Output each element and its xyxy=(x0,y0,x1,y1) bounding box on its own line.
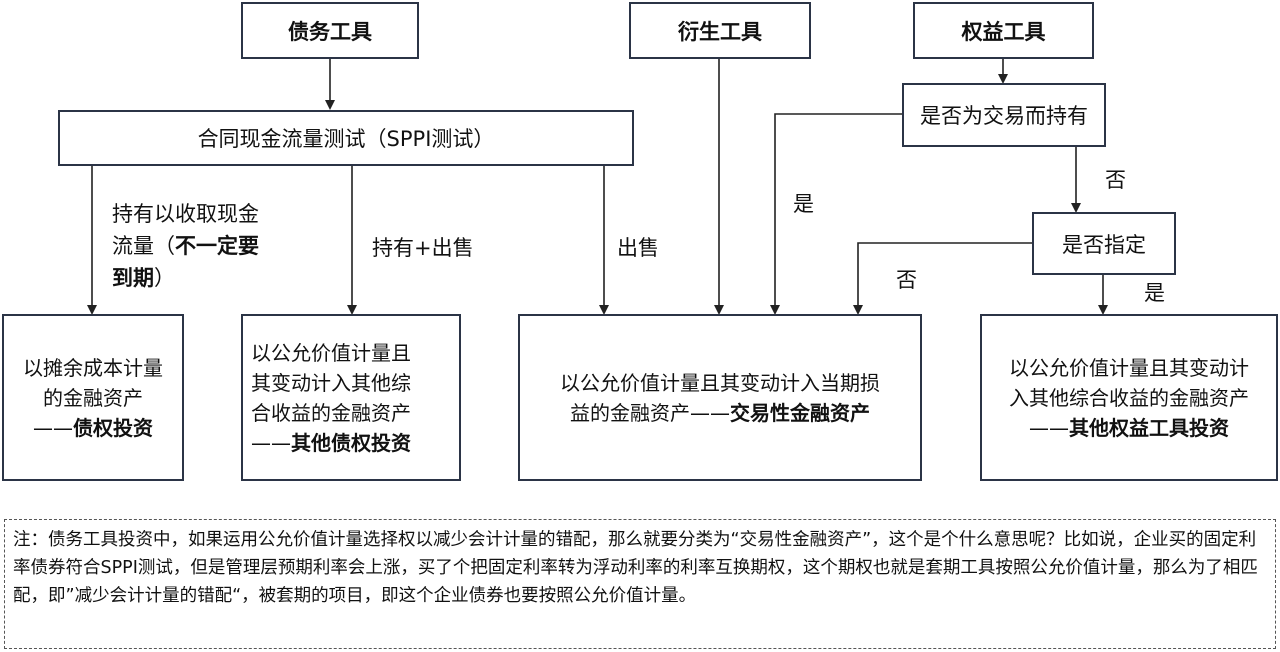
sppi-test-box: 合同现金流量测试（SPPI测试） xyxy=(58,110,634,166)
debt-instrument-box: 债务工具 xyxy=(241,2,419,59)
derivative-instrument-box: 衍生工具 xyxy=(629,2,811,59)
hold-and-sell-label: 持有+出售 xyxy=(372,236,474,260)
fvtpl-box: 以公允价值计量且其变动计入当期损 益的金融资产——交易性金融资产 xyxy=(518,314,922,481)
fvoci-debt-line3: 合收益的金融资产 xyxy=(251,400,411,425)
fvoci-debt-line4: ——其他债权投资 xyxy=(251,430,411,455)
fvoci-equity-line3: ——其他权益工具投资 xyxy=(1029,415,1229,440)
sppi-test-label: 合同现金流量测试（SPPI测试） xyxy=(197,127,495,151)
designated-label: 是否指定 xyxy=(1062,232,1146,257)
sell-label: 出售 xyxy=(617,236,659,260)
fvoci-equity-line2: 入其他综合收益的金融资产 xyxy=(1009,385,1249,410)
footnote: 注：债务工具投资中，如果运用公允价值计量选择权以减少会计计量的错配，那么就要分类… xyxy=(4,519,1276,649)
hold-to-collect-line2: 流量（不一定要 xyxy=(112,234,259,258)
equity-instrument-label: 权益工具 xyxy=(961,19,1046,44)
debt-instrument-label: 债务工具 xyxy=(288,19,372,44)
equity-instrument-box: 权益工具 xyxy=(913,2,1094,59)
designated-yes-label: 是 xyxy=(1144,281,1165,305)
fvoci-debt-box: 以公允价值计量且 其变动计入其他综 合收益的金融资产 ——其他债权投资 xyxy=(241,314,461,481)
trading-no-label: 否 xyxy=(1105,168,1126,192)
fvoci-debt-line2: 其变动计入其他综 xyxy=(251,370,411,395)
held-for-trading-box: 是否为交易而持有 xyxy=(902,83,1106,147)
arrow-trading-yes xyxy=(770,113,903,315)
hold-to-collect-line3: 到期） xyxy=(112,266,175,290)
amortized-line1: 以摊余成本计量 xyxy=(23,355,163,380)
fvtpl-line1: 以公允价值计量且其变动计入当期损 xyxy=(560,370,880,395)
fvtpl-line2: 益的金融资产——交易性金融资产 xyxy=(570,400,870,425)
designated-no-label: 否 xyxy=(896,268,917,292)
hold-to-collect-line1: 持有以收取现金 xyxy=(112,202,259,226)
designated-box: 是否指定 xyxy=(1032,212,1176,275)
amortized-cost-box: 以摊余成本计量 的金融资产 ——债权投资 xyxy=(2,314,184,481)
trading-yes-label: 是 xyxy=(793,192,814,216)
derivative-instrument-label: 衍生工具 xyxy=(678,19,762,44)
held-for-trading-label: 是否为交易而持有 xyxy=(920,104,1088,128)
amortized-line2: 的金融资产 xyxy=(43,385,143,410)
amortized-line3: ——债权投资 xyxy=(33,415,153,440)
fvoci-equity-box: 以公允价值计量且其变动计 入其他综合收益的金融资产 ——其他权益工具投资 xyxy=(980,314,1278,481)
arrow-designated-no xyxy=(853,242,1032,315)
fvoci-debt-line1: 以公允价值计量且 xyxy=(251,340,411,365)
fvoci-equity-line1: 以公允价值计量且其变动计 xyxy=(1009,355,1249,380)
hold-to-collect-label: 持有以收取现金 流量（不一定要 到期） xyxy=(112,198,259,294)
connector-lines xyxy=(87,58,1108,315)
